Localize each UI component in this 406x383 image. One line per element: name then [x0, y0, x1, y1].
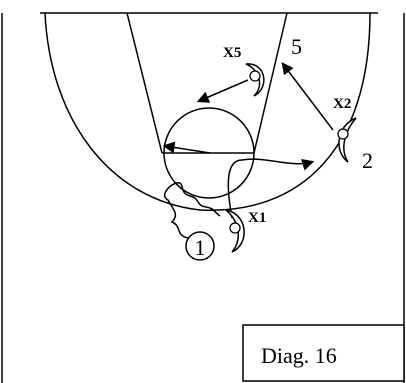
defender-label-x1: X1: [248, 210, 266, 226]
defender-x1: X1: [223, 208, 266, 253]
offense-label-1: 1: [195, 235, 206, 260]
dribble-squiggle-1: [164, 182, 221, 239]
crescent-defender-icon: [338, 117, 357, 163]
three-point-arc: [44, 12, 371, 211]
circled-number-icon: [185, 231, 215, 261]
lane-left-line: [126, 12, 163, 154]
offense-player-5: 5: [291, 34, 302, 59]
caption-box: Diag. 16: [242, 324, 405, 382]
action-lines: [162, 62, 334, 239]
offense-player-1: 1: [185, 231, 215, 261]
offense-player-2: 2: [362, 148, 373, 173]
defender-x5: X5: [223, 45, 265, 97]
defender-x2: X2: [333, 96, 357, 163]
defender-dot-x5: [249, 70, 261, 82]
caption-text: Diag. 16: [261, 343, 337, 368]
defender-label-x2: X2: [333, 96, 351, 112]
offense-label-2: 2: [362, 148, 373, 173]
lane-right-line: [253, 12, 288, 154]
arrow-x5-to-lane: [196, 79, 249, 103]
defender-dot-x1: [229, 222, 241, 234]
offense-label-5: 5: [291, 34, 302, 59]
path-to-player-2: [227, 158, 315, 219]
caption-frame: [242, 324, 405, 382]
defender-label-x5: X5: [223, 45, 241, 61]
arrow-free-throw-line: [162, 141, 211, 154]
court-lines: [1, 12, 405, 383]
defender-dot-x2: [337, 128, 349, 140]
arrow-x2-to-5: [281, 62, 334, 131]
